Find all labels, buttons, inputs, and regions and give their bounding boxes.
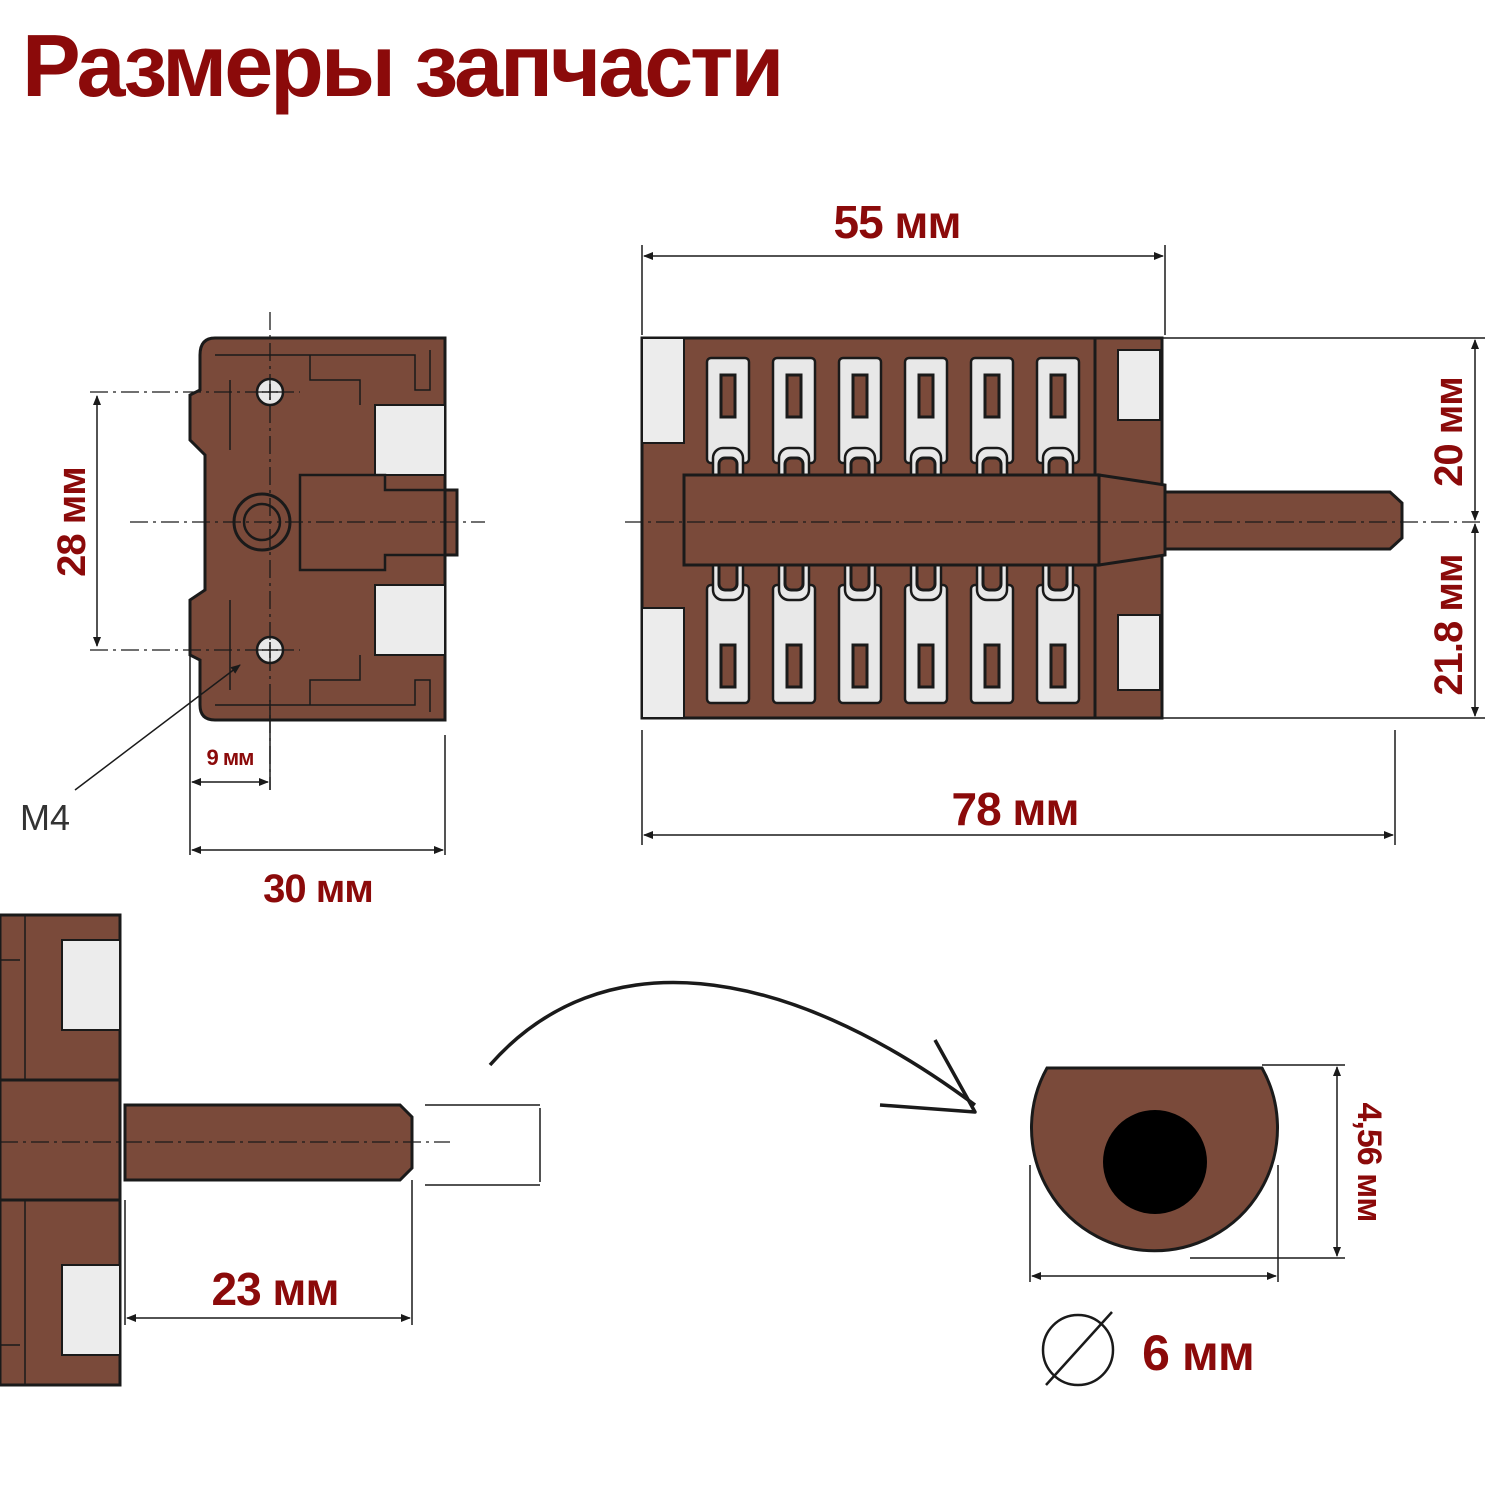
terminal-top-slot bbox=[851, 373, 869, 419]
thread-label: M4 bbox=[20, 797, 70, 838]
page-title: Размеры запчасти bbox=[22, 16, 784, 115]
shaft-view-clip-top bbox=[61, 939, 121, 1031]
terminal-top-slot bbox=[1049, 373, 1067, 419]
terminal-top-slot bbox=[983, 373, 1001, 419]
shaft-view: 23 мм bbox=[0, 913, 541, 1387]
terminal-clip-top bbox=[1117, 349, 1161, 421]
thread-leader-line bbox=[74, 664, 241, 791]
dimension-label-flat: 4,56 мм bbox=[1350, 1103, 1388, 1222]
terminal-bottom-slot bbox=[719, 643, 737, 689]
terminal-bottom-slot bbox=[917, 643, 935, 689]
terminal-bottom-slot bbox=[1049, 643, 1067, 689]
front-view-detail-lines bbox=[215, 350, 431, 712]
terminal-bottom-slot bbox=[785, 643, 803, 689]
dimension-label-28mm: 28 мм bbox=[50, 467, 94, 577]
dimension-label-23mm: 23 мм bbox=[211, 1263, 338, 1315]
dimension-label-78mm: 78 мм bbox=[951, 783, 1078, 835]
front-view: 28 мм M4 9 мм 30 мм bbox=[20, 312, 485, 911]
front-view-slot-bottom bbox=[374, 584, 446, 656]
dimension-label-55mm: 55 мм bbox=[833, 196, 960, 248]
dimension-label-21-8mm: 21.8 мм bbox=[1427, 554, 1471, 695]
dimension-label-9mm: 9 мм bbox=[207, 745, 254, 770]
pointer-arrow-head bbox=[879, 1039, 977, 1114]
terminal-clip-bottom bbox=[1117, 614, 1161, 691]
dimension-label-30mm: 30 мм bbox=[263, 867, 373, 911]
shaft-section: 4,56 мм 6 мм bbox=[1029, 1064, 1388, 1387]
front-view-slot-top bbox=[374, 404, 446, 476]
side-view-shaft bbox=[1163, 490, 1404, 551]
terminal-top-slot bbox=[785, 373, 803, 419]
dimension-label-20mm: 20 мм bbox=[1427, 377, 1471, 487]
terminal-bottom-slot bbox=[851, 643, 869, 689]
side-view-shaft-collar bbox=[1097, 473, 1167, 567]
terminal-top-slot bbox=[719, 373, 737, 419]
shaft-view-flat-reference bbox=[425, 1104, 541, 1186]
side-view-terminal-clips bbox=[1117, 349, 1161, 691]
side-view-corner-bottom bbox=[641, 607, 685, 719]
terminal-bottom-slot bbox=[983, 643, 1001, 689]
side-view: 55 мм 78 мм 20 мм 21.8 мм bbox=[625, 196, 1485, 845]
pointer-arrow bbox=[488, 980, 977, 1107]
shaft-view-clip-bottom bbox=[61, 1264, 121, 1356]
shaft-section-bore bbox=[1103, 1110, 1207, 1214]
front-view-body bbox=[188, 336, 447, 722]
dimension-label-diameter: 6 мм bbox=[1142, 1325, 1254, 1381]
shaft-view-collar bbox=[0, 1078, 122, 1202]
side-view-corner-top bbox=[641, 337, 685, 444]
shaft-view-shaft bbox=[123, 1103, 414, 1182]
diameter-icon bbox=[1041, 1311, 1115, 1387]
side-view-shaft-housing bbox=[682, 473, 1101, 567]
terminal-top-slot bbox=[917, 373, 935, 419]
